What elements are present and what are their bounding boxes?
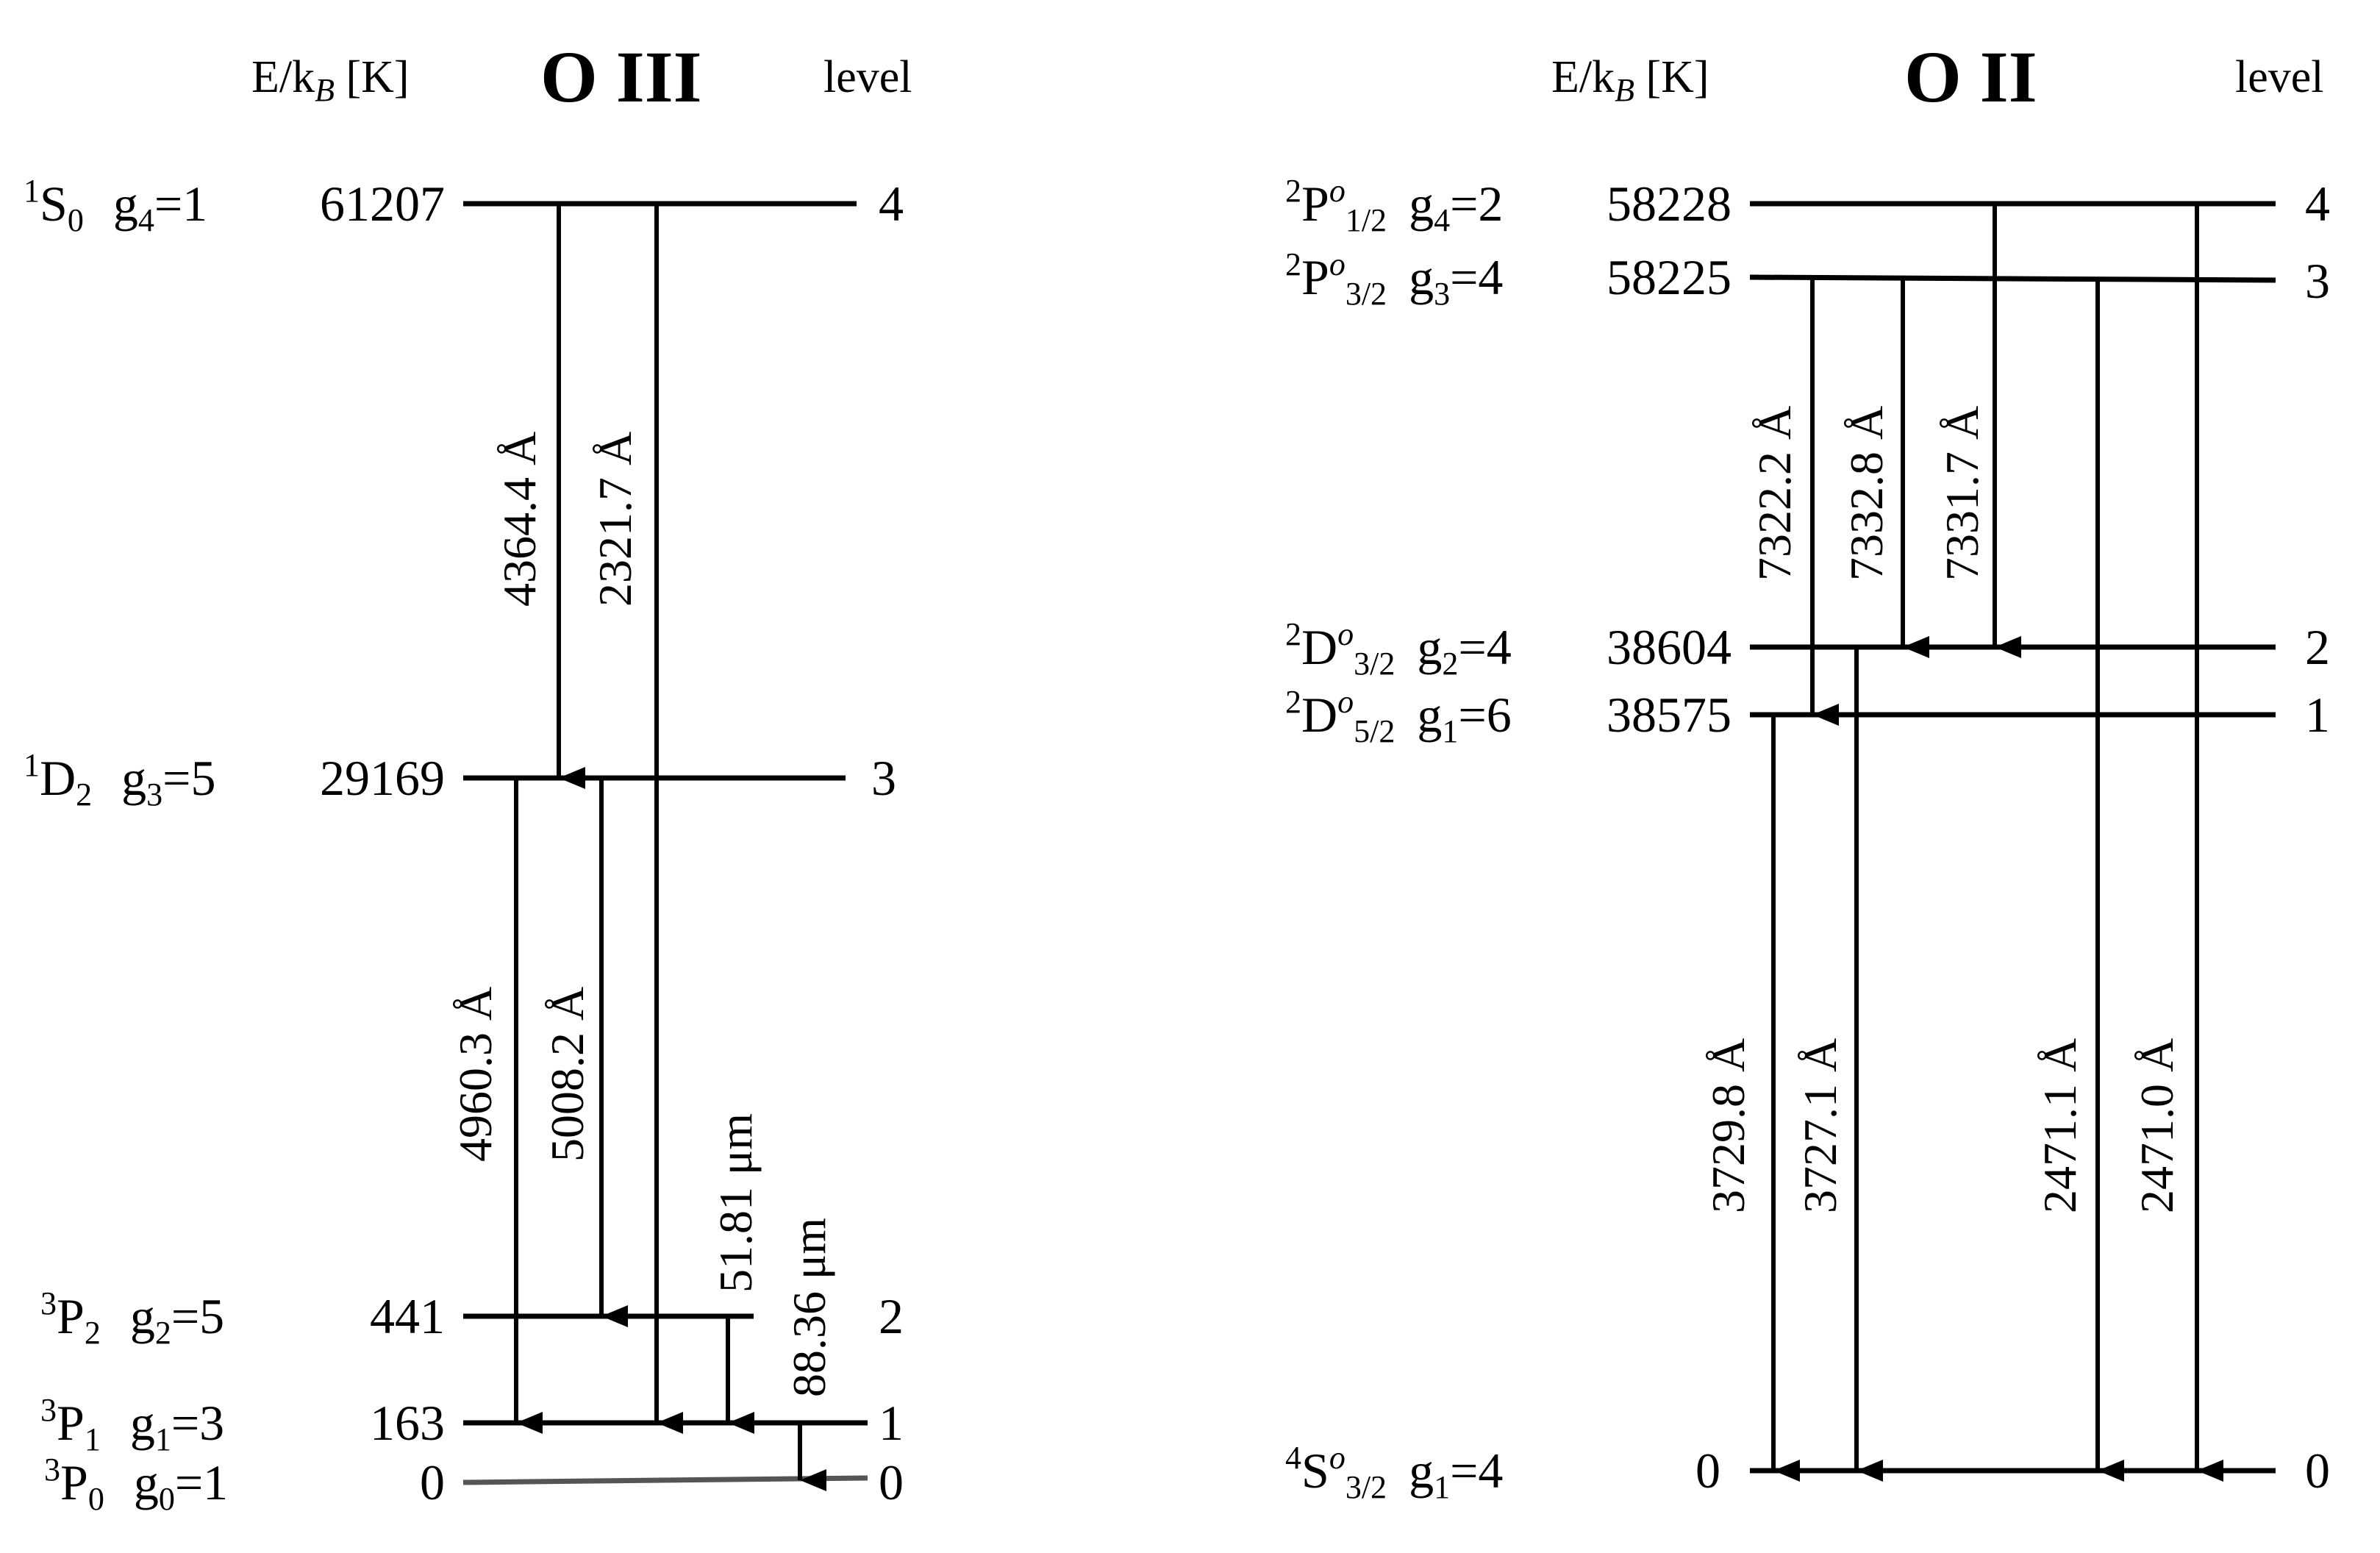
oii-level-line-3 xyxy=(1749,274,2276,283)
oii-energy-value: 0 xyxy=(1695,1443,1720,1499)
oiii-title: O III xyxy=(540,36,702,118)
oii-transition-label: 7332.8 Å xyxy=(1840,406,1893,581)
oiii-transition-label: 5008.2 Å xyxy=(541,987,593,1162)
oii-energy-value: 58225 xyxy=(1607,249,1732,305)
oiii-transition-label: 4960.3 Å xyxy=(449,987,501,1162)
oiii-energy-header: E/kB [K] xyxy=(251,52,410,108)
oiii-energy-value: 163 xyxy=(370,1395,445,1451)
oii-energy-value: 38604 xyxy=(1607,619,1732,675)
oiii-level-number: 3 xyxy=(871,750,896,806)
oii-transition-label: 7322.2 Å xyxy=(1748,406,1801,581)
oii-transition-label: 2471.1 Å xyxy=(2034,1038,2086,1213)
oiii-transition-label: 2321.7 Å xyxy=(589,432,641,607)
oiii-level-line-0 xyxy=(462,1475,868,1485)
oii-transition-label: 3727.1 Å xyxy=(1794,1038,1846,1213)
oii-level-number: 3 xyxy=(2305,253,2330,309)
oiii-level-number: 2 xyxy=(879,1288,904,1344)
oiii-transition-label: 51.81 μm xyxy=(710,1113,762,1293)
oiii-level-header: level xyxy=(823,52,912,102)
oiii-energy-value: 61207 xyxy=(320,176,445,232)
oii-level-number: 0 xyxy=(2305,1443,2330,1499)
oiii-transition-label: 4364.4 Å xyxy=(493,432,546,607)
oiii-transition-label: 88.36 μm xyxy=(783,1218,835,1397)
oiii-energy-value: 0 xyxy=(420,1454,445,1510)
oii-transition-label: 7331.7 Å xyxy=(1936,406,1988,581)
oiii-level-number: 0 xyxy=(879,1454,904,1510)
oii-title: O II xyxy=(1904,36,2037,118)
oii-level-header: level xyxy=(2235,52,2324,102)
oii-transition-label: 2471.0 Å xyxy=(2131,1038,2183,1213)
oiii-energy-value: 441 xyxy=(370,1288,445,1344)
oii-level-number: 2 xyxy=(2305,619,2330,675)
oiii-level-number: 4 xyxy=(879,176,904,232)
oiii-level-number: 1 xyxy=(879,1395,904,1451)
oiii-energy-value: 29169 xyxy=(320,750,445,806)
oii-energy-value: 38575 xyxy=(1607,687,1732,743)
oii-energy-header: E/kB [K] xyxy=(1551,52,1709,108)
oii-transition-label: 3729.8 Å xyxy=(1702,1038,1754,1213)
oii-energy-value: 58228 xyxy=(1607,176,1732,232)
oii-level-number: 4 xyxy=(2305,176,2330,232)
oii-level-number: 1 xyxy=(2305,687,2330,743)
